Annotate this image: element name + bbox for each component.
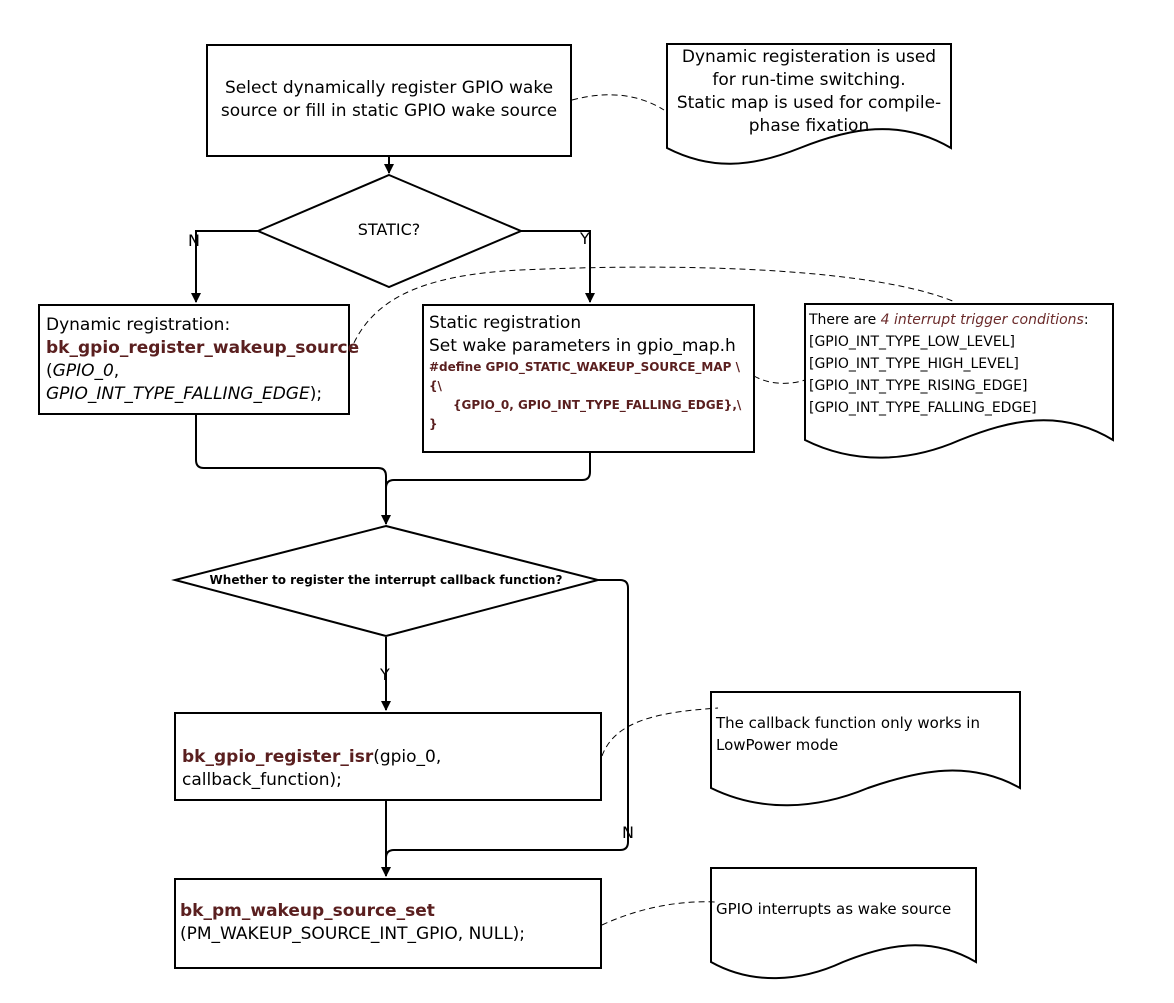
static-registration-text: Static registration Set wake parameters … xyxy=(429,312,754,434)
pm-wakeup-text: bk_pm_wakeup_source_set (PM_WAKEUP_SOURC… xyxy=(180,900,600,946)
note-callback-shape xyxy=(710,691,1021,807)
static-registration-subtitle: Set wake parameters in gpio_map.h xyxy=(429,336,736,356)
line-callback-no xyxy=(385,579,629,860)
dynamic-registration-text: Dynamic registration: bk_gpio_register_w… xyxy=(46,314,360,406)
dynamic-arg-open: ( xyxy=(46,361,53,381)
dynamic-registration-title: Dynamic registration: xyxy=(46,315,231,335)
note-trigger-item: [GPIO_INT_TYPE_LOW_LEVEL] xyxy=(809,334,1015,350)
note-trigger-item: [GPIO_INT_TYPE_FALLING_EDGE] xyxy=(809,400,1037,416)
static-code-line2: {\ xyxy=(429,379,442,393)
decision-callback-yes-label: Y xyxy=(380,665,390,684)
link-pm-note xyxy=(601,901,716,926)
line-dynamic-merge xyxy=(195,415,391,525)
decision-callback-label: Whether to register the interrupt callba… xyxy=(209,573,563,587)
dynamic-registration-arg1-line: (GPIO_0, xyxy=(46,360,350,383)
line-static-merge xyxy=(385,453,591,490)
note-pm-shape xyxy=(710,867,977,980)
note-trigger-item: [GPIO_INT_TYPE_RISING_EDGE] xyxy=(809,378,1028,394)
note-pm: GPIO interrupts as wake source xyxy=(716,900,952,918)
isr-func: bk_gpio_register_isr xyxy=(182,747,374,767)
note-dynamic-static-shape xyxy=(666,43,952,165)
note-dynamic-static: Dynamic registeration is used for run-ti… xyxy=(670,46,948,138)
dynamic-registration-arg2-line: GPIO_INT_TYPE_FALLING_EDGE); xyxy=(46,383,350,406)
link-isr-note xyxy=(601,707,719,757)
static-registration-title: Static registration xyxy=(429,313,582,333)
static-code-line1: #define GPIO_STATIC_WAKEUP_SOURCE_MAP \ xyxy=(429,360,740,374)
link-start-note xyxy=(571,94,665,111)
decision-static-no-label: N xyxy=(188,231,200,250)
static-registration-box: Static registration Set wake parameters … xyxy=(422,304,755,453)
decision-static-label: STATIC? xyxy=(357,220,421,239)
link-static-trigger xyxy=(753,375,806,384)
arrow-decision-yes xyxy=(521,230,595,303)
note-trigger-suffix: : xyxy=(1083,312,1089,328)
note-dynamic-static-line1: Dynamic registeration is used for run-ti… xyxy=(681,47,937,90)
decision-static-yes-label: Y xyxy=(580,229,590,248)
decision-callback-no-label: N xyxy=(622,823,634,842)
start-box-text: Select dynamically register GPIO wake so… xyxy=(220,78,558,121)
static-code-line3: {GPIO_0, GPIO_INT_TYPE_FALLING_EDGE},\ xyxy=(453,398,742,412)
note-dynamic-static-line2: Static map is used for compile-phase fix… xyxy=(676,93,942,136)
decision-static-diamond xyxy=(255,173,524,289)
decision-callback-diamond xyxy=(171,524,602,638)
note-trigger-item: [GPIO_INT_TYPE_HIGH_LEVEL] xyxy=(809,356,1019,372)
start-box: Select dynamically register GPIO wake so… xyxy=(206,44,572,157)
link-dynamic-trigger xyxy=(349,266,956,353)
isr-box-text: bk_gpio_register_isr(gpio_0, callback_fu… xyxy=(182,746,600,792)
arrow-decision-no xyxy=(191,230,258,303)
dynamic-arg-comma: , xyxy=(113,361,120,381)
note-trigger-shape xyxy=(804,303,1114,459)
static-code-line4: } xyxy=(429,417,438,431)
pm-args: (PM_WAKEUP_SOURCE_INT_GPIO, NULL); xyxy=(180,924,526,944)
isr-args: (gpio_0, callback_function); xyxy=(182,747,442,790)
dynamic-arg1: GPIO_0 xyxy=(52,361,114,381)
pm-wakeup-box: bk_pm_wakeup_source_set (PM_WAKEUP_SOURC… xyxy=(174,878,602,969)
pm-func: bk_pm_wakeup_source_set xyxy=(180,901,435,921)
note-trigger: There are 4 interrupt trigger conditions… xyxy=(809,309,1109,419)
note-trigger-prefix: There are xyxy=(809,312,881,328)
dynamic-arg2: GPIO_INT_TYPE_FALLING_EDGE xyxy=(46,384,310,404)
dynamic-registration-func: bk_gpio_register_wakeup_source xyxy=(46,338,360,358)
note-trigger-accent: 4 interrupt trigger conditions xyxy=(880,312,1084,328)
dynamic-arg-close: ); xyxy=(309,384,323,404)
note-callback: The callback function only works in LowP… xyxy=(716,714,980,754)
isr-box: bk_gpio_register_isr(gpio_0, callback_fu… xyxy=(174,712,602,801)
note-trigger-heading: There are 4 interrupt trigger conditions… xyxy=(809,309,1109,331)
dynamic-registration-box: Dynamic registration: bk_gpio_register_w… xyxy=(38,304,360,415)
